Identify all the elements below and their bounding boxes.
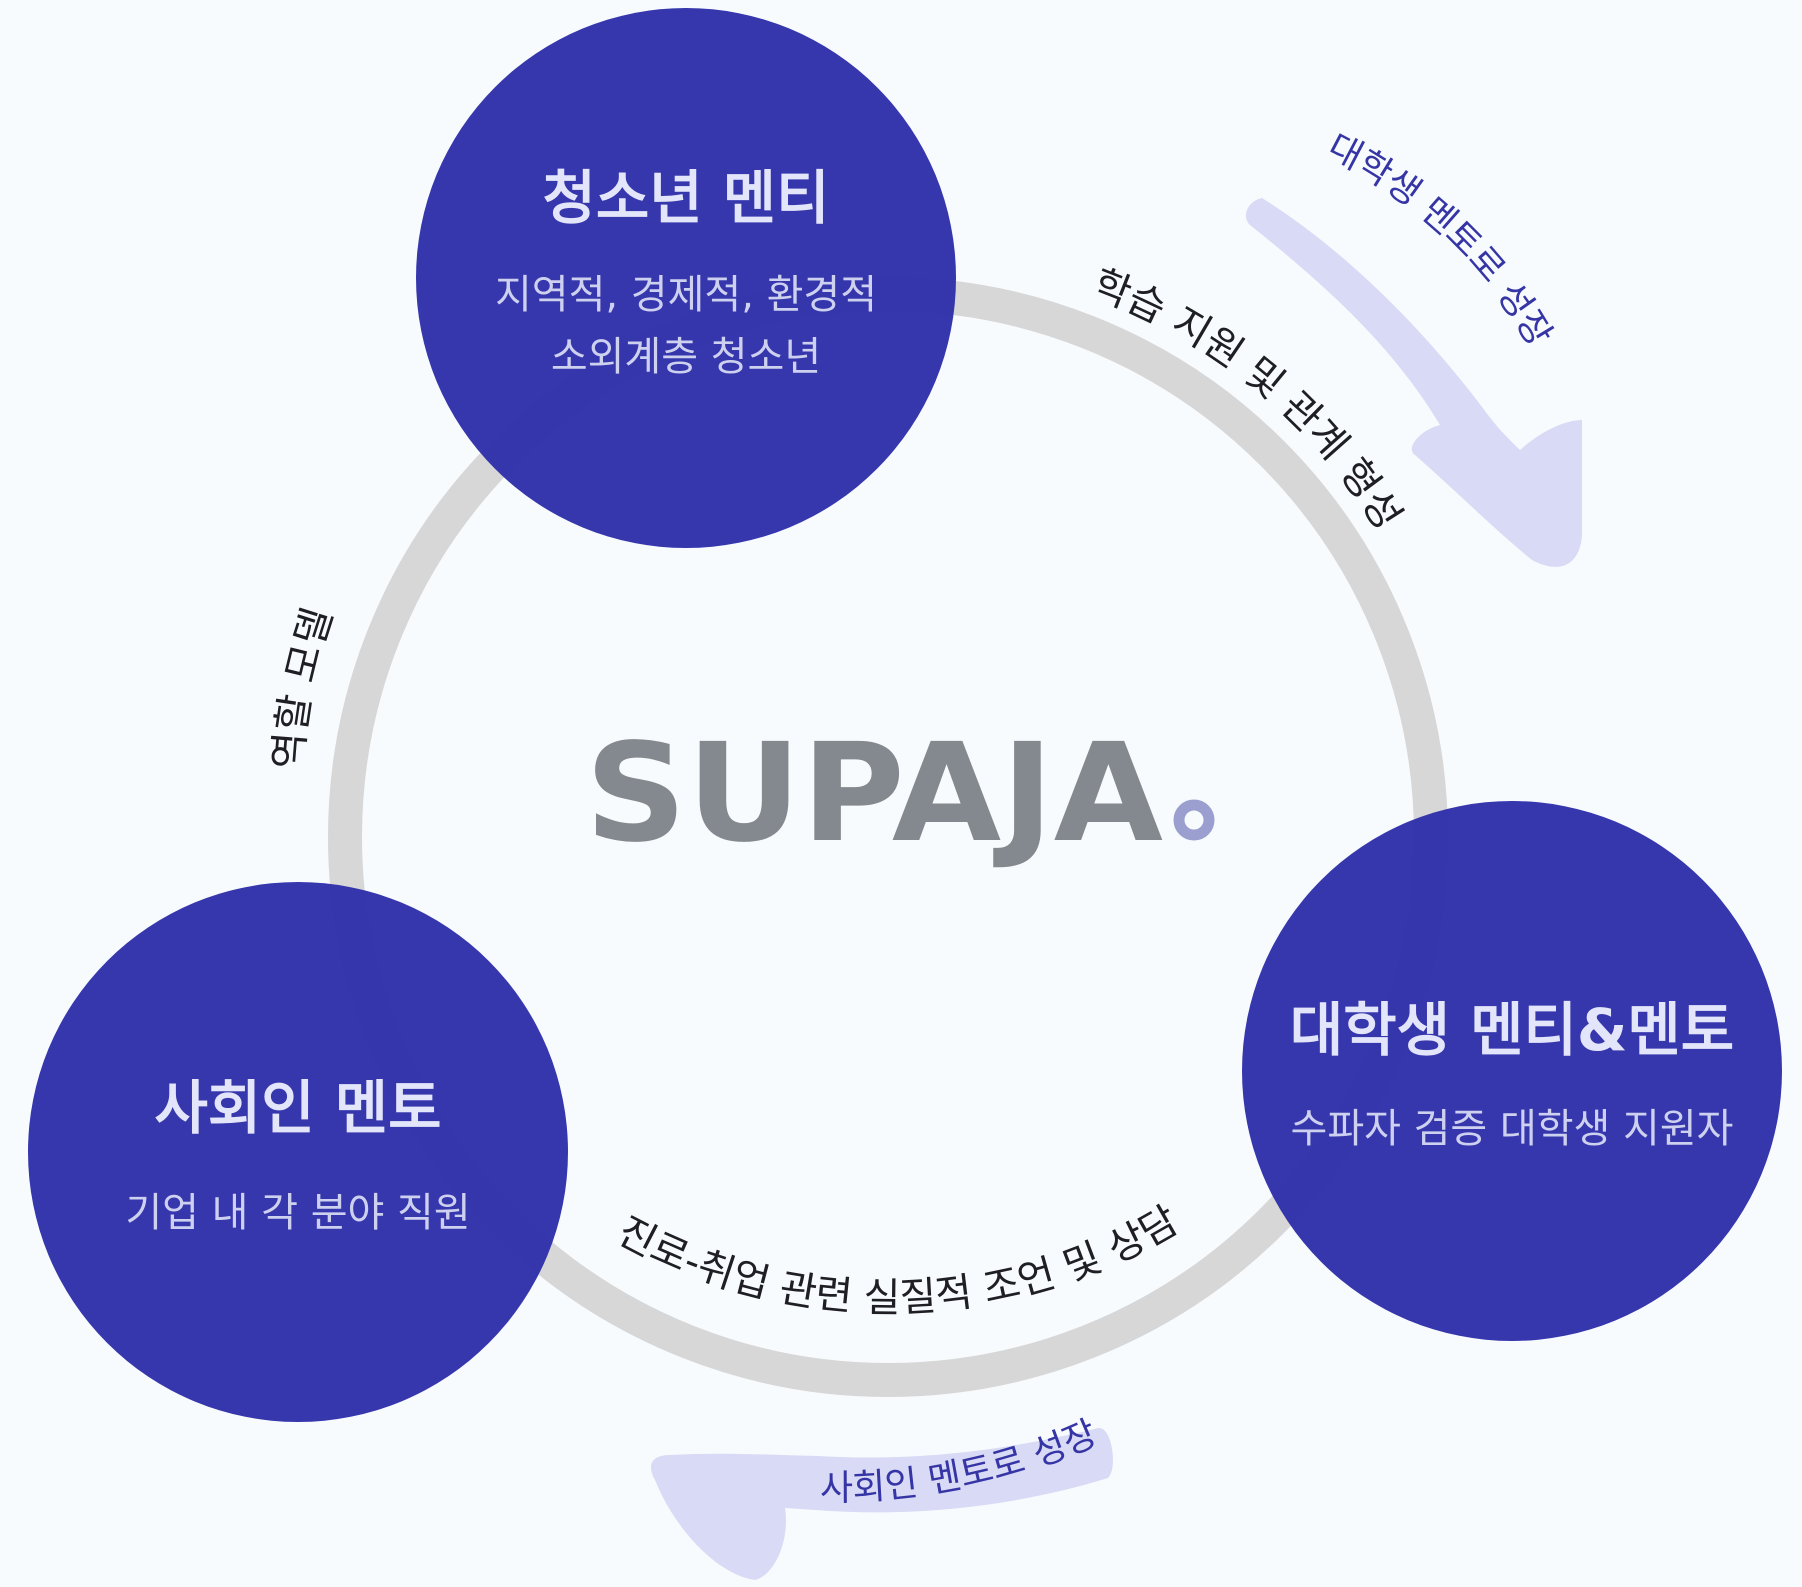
logo-dot-icon (1173, 799, 1215, 841)
node-professional-mentor: 사회인 멘토 기업 내 각 분야 직원 (28, 882, 568, 1422)
logo-wordmark: SUPAJA (585, 715, 1163, 873)
growth-arrow-university (1245, 198, 1582, 567)
node-university-title: 대학생 멘티&멘토 (1290, 996, 1734, 1064)
node-youth-desc-line1: 지역적, 경제적, 환경적 (495, 272, 877, 318)
supaja-logo: SUPAJA (585, 715, 1215, 873)
node-professional-title: 사회인 멘토 (155, 1074, 442, 1142)
node-professional-circle (28, 882, 568, 1422)
node-youth-circle (416, 8, 956, 548)
arc-label-career-advice: 진로-취업 관련 실질적 조언 및 상담 (610, 1198, 1186, 1322)
node-professional-desc: 기업 내 각 분야 직원 (125, 1190, 470, 1236)
growth-arrow-professional (650, 1427, 1113, 1580)
node-youth-title: 청소년 멘티 (543, 164, 830, 232)
node-university-circle (1242, 801, 1782, 1341)
node-youth-desc-line2: 소외계층 청소년 (551, 334, 821, 380)
growth-label-university: 대학생 멘토로 성장 (1321, 126, 1559, 353)
arc-label-role-model: 역할 모델 (266, 603, 342, 771)
node-youth-mentee: 청소년 멘티 지역적, 경제적, 환경적 소외계층 청소년 (416, 8, 956, 548)
node-university-desc: 수파자 검증 대학생 지원자 (1291, 1106, 1734, 1152)
node-university-mentee-mentor: 대학생 멘티&멘토 수파자 검증 대학생 지원자 (1242, 801, 1782, 1341)
